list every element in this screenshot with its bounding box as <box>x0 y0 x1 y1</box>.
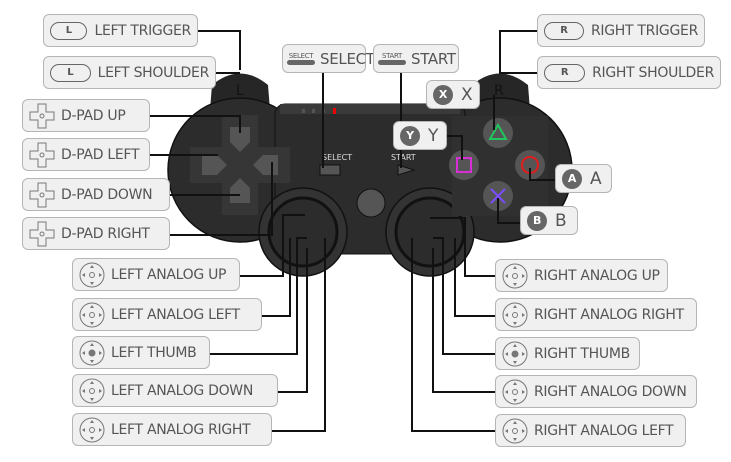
analog-icon <box>502 379 528 404</box>
label-text: D-PAD RIGHT <box>61 225 150 242</box>
dpad-up-label[interactable]: D-PAD UP <box>22 99 150 132</box>
label-text: LEFT THUMB <box>111 344 197 361</box>
label-text: D-PAD DOWN <box>61 186 153 203</box>
select-button <box>319 164 341 176</box>
analog-icon <box>79 417 105 442</box>
right-shoulder-label[interactable]: R RIGHT SHOULDER <box>537 56 721 89</box>
right-analog-up-label[interactable]: RIGHT ANALOG UP <box>495 259 668 292</box>
r-button-icon: R <box>544 21 584 40</box>
right-thumb-label[interactable]: RIGHT THUMB <box>495 337 640 370</box>
a-button-icon: A <box>562 168 582 189</box>
label-text: RIGHT ANALOG RIGHT <box>534 306 684 323</box>
thumb-icon <box>79 340 105 365</box>
label-text: START <box>411 49 456 68</box>
select-text: SELECT <box>322 153 352 162</box>
dpad-right-label[interactable]: D-PAD RIGHT <box>22 217 170 250</box>
label-text: SELECT <box>320 49 375 68</box>
dpad-icon <box>29 221 55 246</box>
dpad-icon <box>29 142 55 167</box>
label-text: RIGHT THUMB <box>534 345 630 362</box>
select-label[interactable]: SELECT SELECT <box>282 44 375 73</box>
face-buttons <box>449 116 548 216</box>
label-text: RIGHT ANALOG DOWN <box>534 383 687 400</box>
left-trigger-label[interactable]: L LEFT TRIGGER <box>43 14 198 47</box>
l-button-icon: L <box>50 63 91 82</box>
right-shoulder-mark: R <box>494 83 504 99</box>
b-button-icon: B <box>527 210 547 231</box>
label-text: B <box>555 210 567 231</box>
home-button <box>356 188 386 218</box>
analog-icon <box>502 302 528 327</box>
y-button-icon: Y <box>400 125 420 146</box>
left-analog-right-label[interactable]: LEFT ANALOG RIGHT <box>72 413 272 446</box>
x-button-icon: X <box>433 84 453 105</box>
label-text: RIGHT SHOULDER <box>592 64 714 81</box>
label-text: LEFT ANALOG UP <box>111 266 227 283</box>
thumb-icon <box>502 341 528 366</box>
label-text: LEFT SHOULDER <box>97 64 210 81</box>
analog-icon <box>79 378 105 403</box>
label-text: RIGHT TRIGGER <box>590 22 698 39</box>
start-icon: START <box>378 52 406 65</box>
right-trigger-label[interactable]: R RIGHT TRIGGER <box>537 14 705 47</box>
left-analog-down-label[interactable]: LEFT ANALOG DOWN <box>72 374 278 407</box>
leader-lines <box>150 30 555 432</box>
start-label[interactable]: START START <box>373 44 459 73</box>
label-text: RIGHT ANALOG UP <box>534 267 660 284</box>
left-shoulder-mark: L <box>236 83 244 99</box>
label-text: RIGHT ANALOG LEFT <box>534 422 674 439</box>
dpad-left-label[interactable]: D-PAD LEFT <box>22 138 150 171</box>
right-analog-right-label[interactable]: RIGHT ANALOG RIGHT <box>495 298 697 331</box>
r-button-icon: R <box>544 63 586 82</box>
label-text: A <box>590 168 602 189</box>
label-text: LEFT ANALOG RIGHT <box>111 421 251 438</box>
select-icon: SELECT <box>287 52 315 65</box>
dpad-icon <box>29 103 55 128</box>
label-text: LEFT TRIGGER <box>94 22 191 39</box>
analog-icon <box>79 262 105 287</box>
analog-icon <box>79 302 105 327</box>
label-text: D-PAD UP <box>61 107 126 124</box>
right-analog-left-label[interactable]: RIGHT ANALOG LEFT <box>495 414 686 447</box>
left-thumb-label[interactable]: LEFT THUMB <box>72 336 210 369</box>
right-analog-down-label[interactable]: RIGHT ANALOG DOWN <box>495 375 697 408</box>
start-text: START <box>391 153 416 162</box>
l-button-icon: L <box>50 21 88 40</box>
dpad-icon <box>29 182 55 207</box>
dpad-down-label[interactable]: D-PAD DOWN <box>22 178 170 211</box>
left-analog-left-label[interactable]: LEFT ANALOG LEFT <box>72 298 262 331</box>
label-text: D-PAD LEFT <box>61 146 140 163</box>
label-text: LEFT ANALOG LEFT <box>111 306 240 323</box>
analog-icon <box>502 418 528 443</box>
analog-icon <box>502 263 528 288</box>
left-shoulder-label[interactable]: L LEFT SHOULDER <box>43 56 216 89</box>
label-text: LEFT ANALOG DOWN <box>111 382 254 399</box>
label-text: Y <box>428 125 439 146</box>
dpad <box>190 115 290 215</box>
left-analog-up-label[interactable]: LEFT ANALOG UP <box>72 258 240 291</box>
label-text: X <box>461 84 473 105</box>
